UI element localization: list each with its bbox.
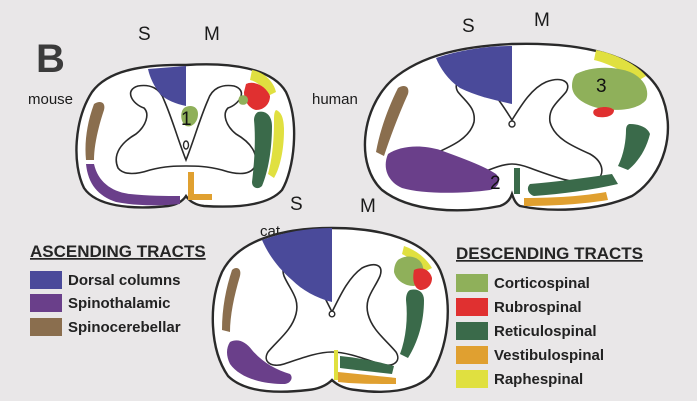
cat-raphespinal-ventral: [334, 350, 338, 380]
legend-label-rubrospinal: Rubrospinal: [494, 299, 582, 316]
mouse-central-canal: [184, 141, 189, 149]
descending-legend-title: DESCENDING TRACTS: [456, 244, 643, 263]
mouse-s-label: S: [138, 24, 151, 45]
legend-swatch-rubrospinal: [456, 298, 488, 316]
legend-swatch-raphespinal: [456, 370, 488, 388]
human-marker-3: 3: [596, 76, 607, 97]
legend-label-spinocerebellar: Spinocerebellar: [68, 319, 181, 336]
human-reticulospinal-medial: [514, 168, 520, 194]
cat-section: S M cat: [213, 194, 448, 392]
mouse-section: S M mouse 1: [28, 24, 294, 207]
ascending-legend-title: ASCENDING TRACTS: [30, 242, 206, 261]
legend-label-vestibulospinal: Vestibulospinal: [494, 347, 604, 364]
human-section: S M human 2 3: [312, 10, 668, 210]
mouse-m-label: M: [204, 24, 220, 45]
legend-swatch-spinothalamic: [30, 294, 62, 312]
cat-m-label: M: [360, 196, 376, 217]
mouse-marker-1: 1: [181, 109, 192, 130]
cat-central-canal: [329, 311, 335, 317]
human-species-label: human: [312, 91, 358, 108]
legend-swatch-spinocerebellar: [30, 318, 62, 336]
ascending-tracts-legend: ASCENDING TRACTS Dorsal columns Spinotha…: [30, 242, 206, 336]
legend-swatch-reticulospinal: [456, 322, 488, 340]
cat-s-label: S: [290, 194, 303, 215]
legend-swatch-vestibulospinal: [456, 346, 488, 364]
legend-swatch-corticospinal: [456, 274, 488, 292]
legend-label-raphespinal: Raphespinal: [494, 371, 583, 388]
legend-label-spinothalamic: Spinothalamic: [68, 295, 171, 312]
legend-label-dorsal-columns: Dorsal columns: [68, 272, 181, 289]
legend-label-reticulospinal: Reticulospinal: [494, 323, 597, 340]
human-marker-2: 2: [490, 173, 501, 194]
mouse-species-label: mouse: [28, 91, 73, 108]
legend-label-corticospinal: Corticospinal: [494, 275, 590, 292]
legend-swatch-dorsal-columns: [30, 271, 62, 289]
human-s-label: S: [462, 16, 475, 37]
mouse-corticospinal-lateral: [239, 95, 249, 105]
human-m-label: M: [534, 10, 550, 31]
panel-label: B: [36, 37, 65, 81]
descending-tracts-legend: DESCENDING TRACTS Corticospinal Rubrospi…: [456, 244, 643, 388]
human-central-canal: [509, 121, 515, 127]
